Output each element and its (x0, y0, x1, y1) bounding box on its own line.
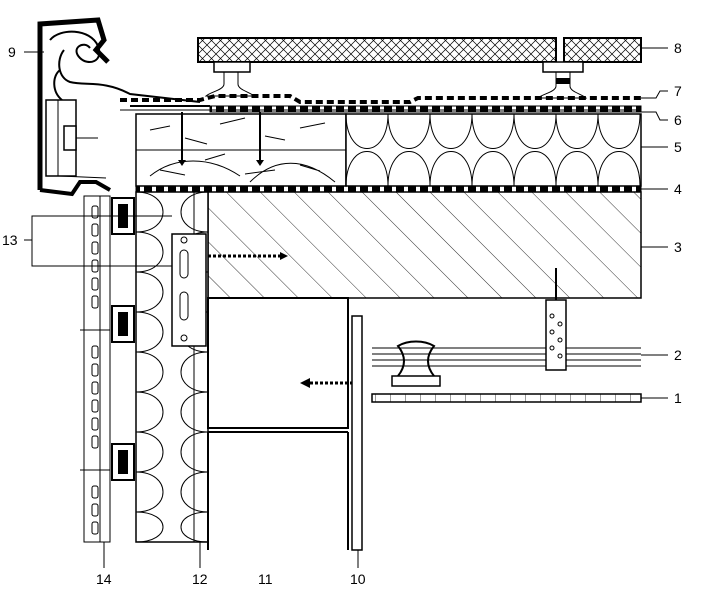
label-13: 13 (2, 232, 18, 248)
ceiling-boards (371, 393, 642, 403)
label-7: 7 (674, 83, 682, 99)
label-9: 9 (8, 44, 16, 60)
lintel-beam (207, 297, 360, 433)
frame-profile (351, 315, 363, 551)
label-14: 14 (96, 571, 112, 587)
label-12: 12 (192, 571, 208, 587)
ceiling-hanger (372, 268, 641, 387)
callout-labels: 1 2 3 4 5 6 7 8 9 10 11 12 13 14 (2, 40, 682, 587)
label-4: 4 (674, 181, 682, 197)
label-10: 10 (350, 571, 366, 587)
label-5: 5 (674, 139, 682, 155)
paving-slabs (197, 37, 642, 99)
roof-membrane (120, 94, 642, 113)
label-1: 1 (674, 390, 682, 406)
label-2: 2 (674, 347, 682, 363)
leader-lines (24, 47, 668, 568)
vapour-barrier (135, 185, 642, 193)
label-6: 6 (674, 112, 682, 128)
timber-edge-beam (135, 112, 347, 187)
facade-cladding (80, 195, 135, 543)
label-11: 11 (258, 571, 273, 587)
roof-insulation (345, 113, 642, 187)
label-8: 8 (674, 40, 682, 56)
label-3: 3 (674, 239, 682, 255)
concrete-slab (207, 191, 642, 299)
wall (207, 432, 349, 550)
